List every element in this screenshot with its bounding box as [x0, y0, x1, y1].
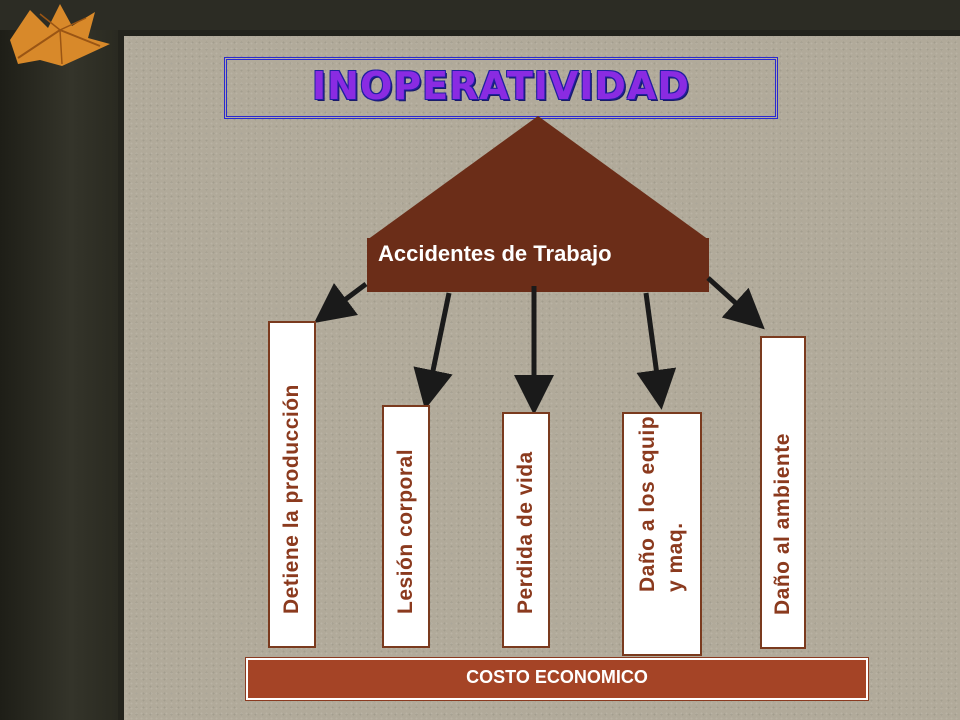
- consequence-label: Lesión corporal: [394, 448, 417, 614]
- consequence-label: Perdida de vida: [514, 451, 537, 614]
- arrow-to-ambiente: [706, 276, 765, 330]
- slide-title: INOPERATIVIDAD: [312, 64, 690, 108]
- cost-label: COSTO ECONOMICO: [466, 667, 648, 687]
- consequence-box-vida: Perdida de vida: [502, 412, 550, 648]
- consequence-box-ambiente: Daño al ambiente: [760, 336, 806, 649]
- cost-bar: [246, 658, 868, 700]
- consequence-label-line2: y maq.: [664, 522, 687, 592]
- consequence-box-equipos: Daño a los equip y maq.: [622, 412, 702, 656]
- hub-label: Accidentes de Trabajo: [378, 241, 612, 266]
- arrows: [314, 276, 765, 415]
- consequence-label: Daño al ambiente: [771, 433, 794, 615]
- title-frame: [224, 57, 778, 119]
- consequence-box-lesion: Lesión corporal: [382, 405, 430, 648]
- hub-box: [367, 238, 709, 292]
- consequence-box-produccion: Detiene la producción: [268, 321, 316, 648]
- arrow-to-lesion: [413, 292, 453, 410]
- hub-triangle: [367, 116, 709, 240]
- consequence-label-line1: Daño a los equip: [636, 415, 659, 592]
- consequence-label: Detiene la producción: [280, 384, 303, 614]
- left-decor-strip: [0, 0, 118, 720]
- arrow-to-equipos: [636, 292, 677, 410]
- consequence-label: Daño a los equip y maq.: [634, 416, 690, 592]
- autumn-leaf-icon: [10, 4, 110, 66]
- top-decor-band: [0, 0, 960, 30]
- arrow-to-produccion: [314, 282, 368, 323]
